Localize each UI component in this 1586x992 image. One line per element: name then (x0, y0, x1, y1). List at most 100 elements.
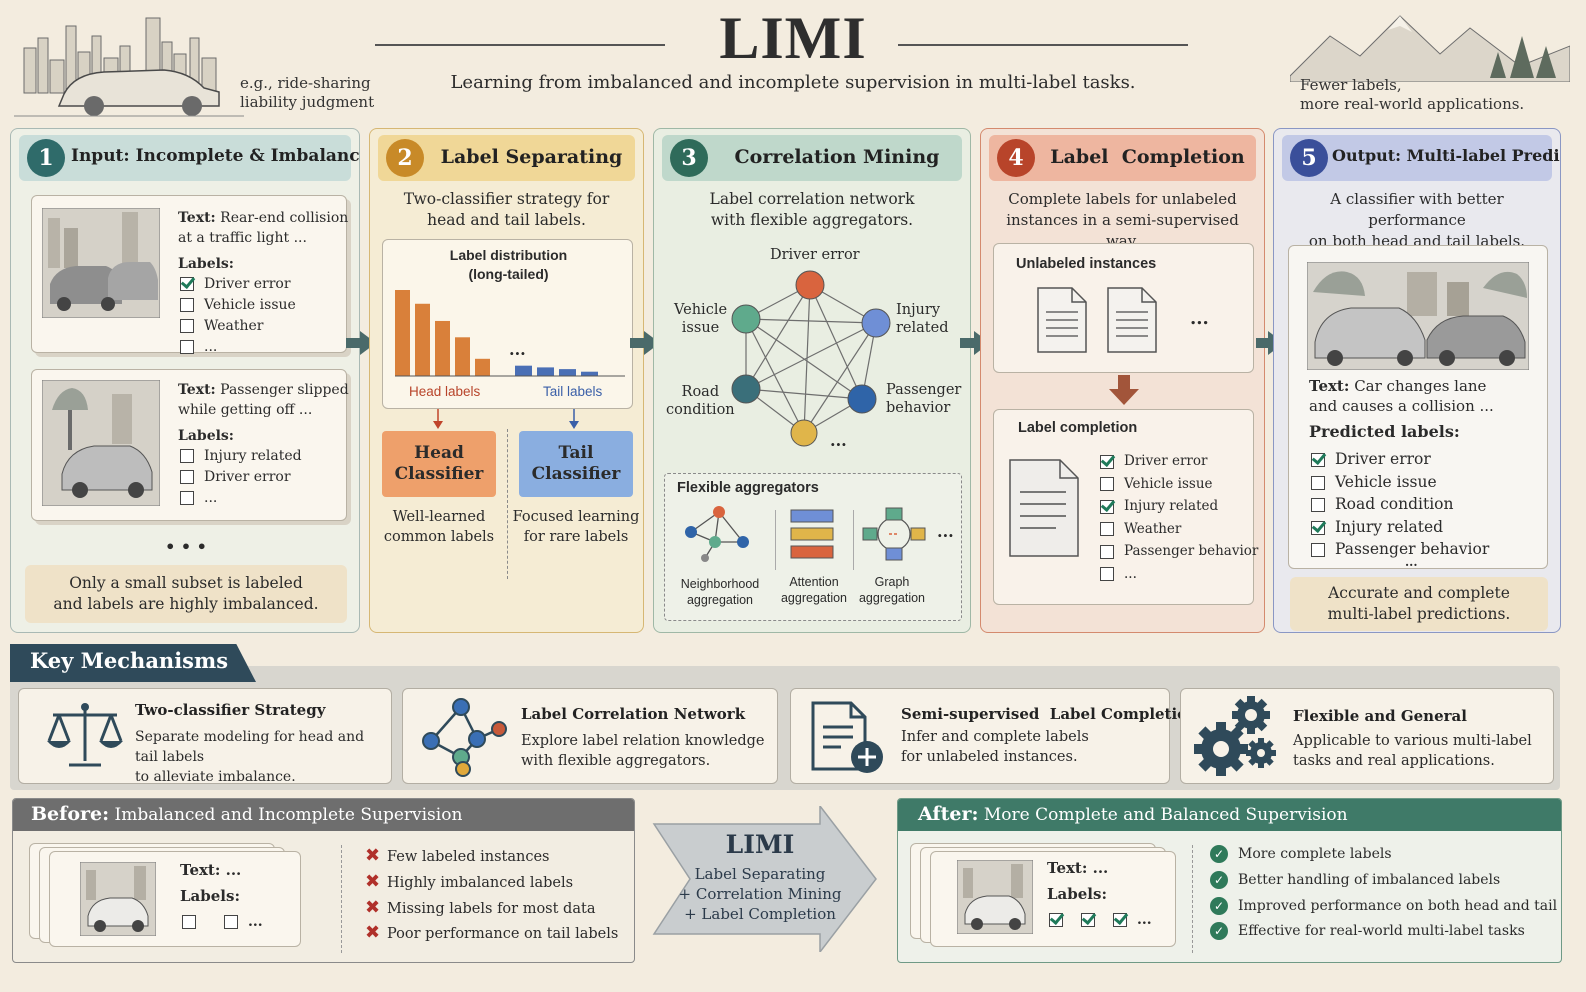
checkbox-checked[interactable] (1311, 453, 1325, 467)
panel-completion-header: 4 Label Completion (989, 135, 1256, 181)
classifier-divider (507, 429, 508, 579)
checkbox[interactable] (180, 449, 194, 463)
label-item[interactable]: ... (180, 488, 302, 509)
before-panel: Before: Imbalanced and Incomplete Superv… (12, 798, 635, 963)
flow-arrow-stem (960, 338, 974, 348)
gears-icon (1194, 696, 1276, 776)
panel-output-header: 5 Output: Multi-label Predictions (1282, 135, 1560, 181)
car-thumbnail-image (957, 860, 1033, 934)
mechanism-title: Two-classifier Strategy (135, 701, 326, 719)
unlabeled-title: Unlabeled instances (1016, 256, 1157, 272)
panel-output: 5 Output: Multi-label Predictions A clas… (1273, 128, 1561, 633)
instance-card: Text: Passenger slipped while getting of… (31, 369, 349, 521)
check-circle-icon: ✓ (1210, 922, 1228, 940)
label-item[interactable]: Weather (1100, 518, 1258, 541)
label-item[interactable]: Injury related (1100, 495, 1258, 518)
label-item[interactable]: Driver error (180, 467, 302, 488)
panel-title: Output: Multi-label Predictions (1332, 146, 1560, 165)
label-item[interactable]: Driver error (1311, 448, 1489, 471)
checkbox[interactable] (180, 470, 194, 484)
tail-label-bar (559, 369, 576, 376)
checkbox[interactable] (1311, 543, 1325, 557)
instance-card: Text: ... Labels: ... (49, 851, 301, 947)
instance-text: Text: Passenger slipped while getting of… (178, 382, 349, 418)
panel-label-completion: 4 Label Completion Complete labels for u… (980, 128, 1265, 633)
checkbox[interactable] (180, 319, 194, 333)
issue-item: ✖Poor performance on tail labels (365, 922, 619, 943)
label-item[interactable]: Vehicle issue (180, 295, 296, 316)
neighborhood-aggregation-icon (685, 506, 749, 562)
checkbox[interactable] (1100, 477, 1114, 491)
label-item[interactable]: Driver error (1100, 450, 1258, 473)
checkbox-checked[interactable] (1100, 454, 1114, 469)
tail-label-bar (581, 371, 598, 376)
head-label-bar (435, 320, 450, 376)
checkbox[interactable] (1311, 498, 1325, 512)
aggregator-divider (775, 510, 776, 570)
issue-item: ✖Missing labels for most data (365, 897, 596, 918)
label-item[interactable]: Driver error (180, 274, 296, 295)
checkbox-checked[interactable] (1049, 913, 1063, 927)
after-labels-heading: Labels: (1047, 885, 1107, 903)
benefit-item: ✓Effective for real-world multi-label ta… (1210, 922, 1525, 940)
checkbox[interactable] (180, 340, 194, 354)
checkbox[interactable] (224, 915, 238, 929)
check-circle-icon: ✓ (1210, 845, 1228, 863)
graph-aggregation-icon (862, 507, 926, 561)
checkbox-checked[interactable] (1113, 913, 1127, 927)
label-item[interactable]: Injury related (180, 446, 302, 467)
checkbox-checked[interactable] (1311, 520, 1325, 535)
checkbox-checked[interactable] (1081, 913, 1095, 927)
predicted-ellipsis: ... (1405, 555, 1418, 569)
label-item[interactable]: Vehicle issue (1100, 473, 1258, 496)
after-text: Text: ... (1047, 859, 1109, 877)
graph-ellipsis: ... (830, 431, 847, 450)
checkbox-checked[interactable] (1100, 499, 1114, 514)
issue-item: ✖Few labeled instances (365, 845, 550, 866)
lane-change-scene-image (1307, 262, 1529, 370)
checkbox-checked[interactable] (180, 277, 194, 291)
chart-ellipsis: ... (509, 340, 526, 359)
checkbox[interactable] (1100, 567, 1114, 581)
subtitle: Learning from imbalanced and incomplete … (450, 72, 1136, 93)
checkbox[interactable] (1311, 475, 1325, 490)
checkbox[interactable] (182, 915, 196, 929)
aggregator-divider (853, 510, 854, 570)
label-item[interactable]: Passenger behavior (1100, 540, 1258, 563)
checkbox[interactable] (1100, 544, 1114, 559)
aggregators-title: Flexible aggregators (677, 480, 819, 496)
label-item[interactable]: Vehicle issue (1311, 471, 1489, 494)
balance-scale-icon (47, 703, 123, 767)
x-mark-icon: ✖ (365, 897, 381, 918)
middle-limi-steps: Label Separating+ Correlation Mining+ La… (678, 865, 842, 923)
middle-limi-title: LIMI (725, 830, 795, 859)
traffic-scene-image (42, 208, 160, 318)
label-item[interactable]: Injury related (1311, 516, 1489, 539)
step-number: 2 (386, 139, 424, 177)
checkbox[interactable] (180, 298, 194, 312)
label-item[interactable]: Road condition (1311, 493, 1489, 516)
label-item[interactable]: ... (180, 337, 296, 358)
aggregators-ellipsis: ... (937, 522, 954, 541)
checkbox[interactable] (1100, 522, 1114, 536)
mechanism-card: Semi-supervised Label Completion Infer a… (790, 688, 1198, 784)
predicted-label-list: Driver error Vehicle issue Road conditio… (1311, 448, 1489, 561)
flow-arrow-stem (346, 338, 360, 348)
head-label-bar (415, 303, 430, 376)
panel-label-separating: 2 Label Separating Two-classifier strate… (369, 128, 644, 633)
head-label-bar (455, 337, 470, 376)
label-item[interactable]: Weather (180, 316, 296, 337)
label-item[interactable]: ... (1100, 563, 1258, 586)
step-number: 4 (997, 139, 1035, 177)
checkbox[interactable] (180, 491, 194, 505)
unlabeled-instances-card: Unlabeled instances ... (993, 243, 1254, 373)
label-item[interactable]: Passenger behavior (1311, 538, 1489, 561)
